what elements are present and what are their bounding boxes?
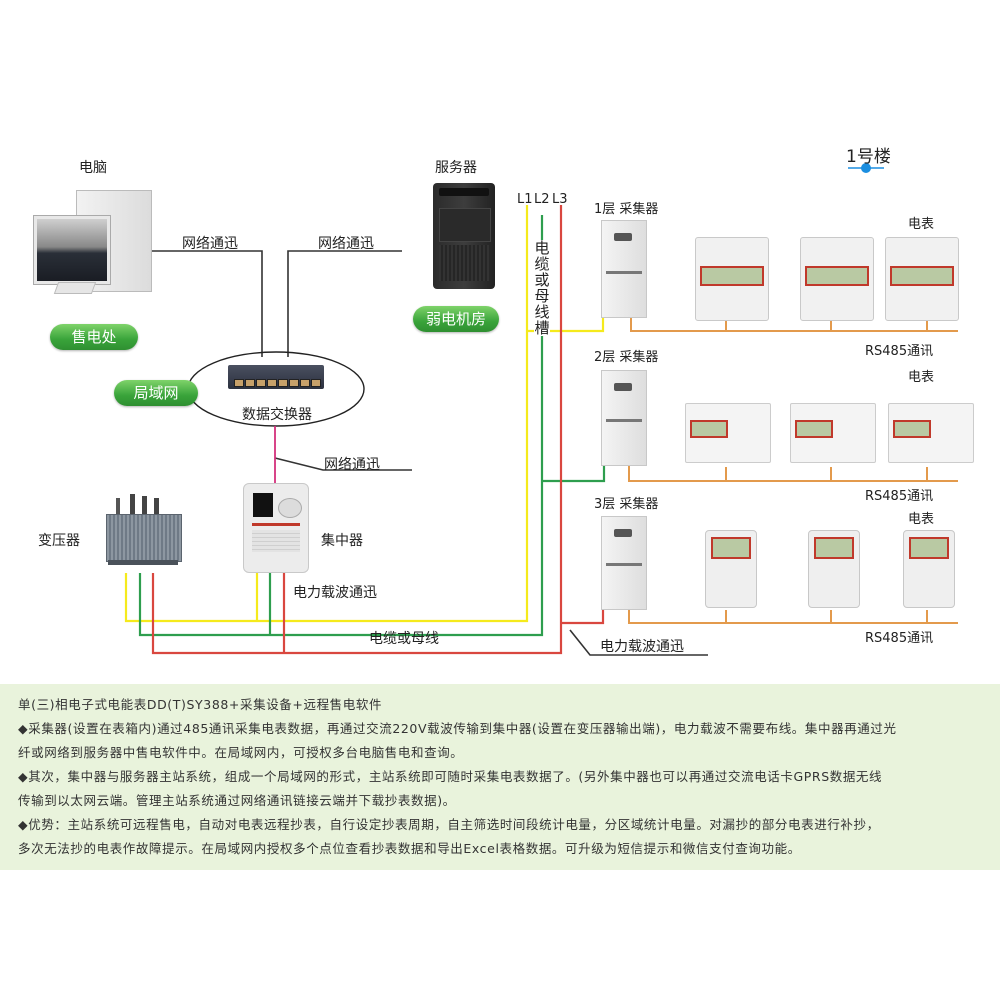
cable-horizontal-label: 电缆或母线 [369, 631, 439, 647]
server-network-line [287, 250, 402, 357]
floor-3-collector-icon [601, 516, 647, 610]
phase-l3-line [151, 205, 605, 655]
floor-3-collector-label: 3层 采集器 [594, 497, 659, 512]
pc-network-line [150, 250, 263, 357]
description-line-1: ◆采集器(设置在表箱内)通过485通讯采集电表数据，再通过交流220V载波传输到… [18, 721, 897, 736]
phase-label-l1: L1 [517, 192, 533, 207]
pc-icon [34, 186, 154, 310]
floor-3-meter-3 [903, 530, 955, 608]
description-title: 单(三)相电子式电能表DD(T)SY388+采集设备+远程售电软件 [18, 697, 383, 712]
building-marker-dot [861, 163, 871, 173]
phase-l1-line [124, 205, 605, 623]
pc-label: 电脑 [79, 160, 107, 176]
server-icon [433, 183, 495, 289]
plc-callout-line [569, 629, 708, 656]
floor-1-collector-icon [601, 220, 647, 318]
floor-1-meter-1 [695, 237, 769, 321]
rs485-bus-floor-1 [630, 318, 958, 332]
concentrator-label: 集中器 [321, 533, 363, 549]
floor-3-meter-1 [705, 530, 757, 608]
network-label-concentrator: 网络通迅 [324, 457, 380, 473]
rs485-buses [628, 318, 958, 624]
cable-trunk-vertical-label: 电缆或母线槽 [534, 239, 550, 337]
concentrator-plc-label: 电力载波通迅 [293, 585, 377, 601]
floor-1-collector-label: 1层 采集器 [594, 202, 659, 217]
description-line-6: 多次无法抄的电表作故障提示。在局域网内授权多个点位查看抄表数据和导出Excel表… [18, 841, 801, 856]
phase-l2-line [138, 215, 606, 637]
floor-2-meter-1 [685, 403, 771, 463]
description-line-3: ◆其次，集中器与服务器主站系统，组成一个局域网的形式，主站系统即可随时采集电表数… [18, 769, 883, 784]
description-panel: 单(三)相电子式电能表DD(T)SY388+采集设备+远程售电软件 ◆采集器(设… [0, 684, 1000, 870]
floor-2-rs485-label: RS485通讯 [865, 489, 934, 504]
floor-2-meters-label: 电表 [908, 370, 935, 385]
network-switch-icon [228, 365, 324, 389]
sales-office-badge: 售电处 [50, 324, 138, 350]
plc-label: 电力载波通迅 [600, 639, 684, 655]
concentrator-icon [243, 483, 309, 573]
floor-1-meter-3 [885, 237, 959, 321]
concentrator-network-callout [274, 457, 412, 471]
building-title: 1号楼 [846, 147, 891, 167]
description-line-2: 纤或网络到服务器中售电软件中。在局域网内，可授权多台电脑售电和查询。 [18, 745, 464, 760]
floor-3-meters-label: 电表 [908, 512, 935, 527]
description-line-4: 传输到以太网云端。管理主站系统通过网络通讯链接云端并下载抄表数据)。 [18, 793, 456, 808]
floor-3-meter-2 [808, 530, 860, 608]
network-lines [150, 250, 708, 656]
description-line-5: ◆优势：主站系统可远程售电，自动对电表远程抄表，自行设定抄表周期，自主筛选时间段… [18, 817, 880, 832]
transformer-label: 变压器 [38, 533, 80, 549]
floor-2-meter-3 [888, 403, 974, 463]
network-label-pc: 网络通迅 [182, 236, 238, 252]
network-label-server: 网络通迅 [318, 236, 374, 252]
phase-label-l3: L3 [552, 192, 568, 207]
floor-2-collector-icon [601, 370, 647, 466]
server-label: 服务器 [435, 160, 477, 176]
switch-label: 数据交换器 [242, 407, 312, 423]
equipment-room-badge: 弱电机房 [413, 306, 499, 332]
rs485-bus-floor-3 [628, 608, 958, 624]
rs485-bus-floor-2 [628, 465, 958, 482]
transformer-icon [96, 492, 190, 572]
floor-1-meters-label: 电表 [908, 217, 935, 232]
floor-1-rs485-label: RS485通讯 [865, 344, 934, 359]
wiring-diagram [124, 163, 958, 656]
lan-badge: 局域网 [114, 380, 198, 406]
floor-2-collector-label: 2层 采集器 [594, 350, 659, 365]
floor-3-rs485-label: RS485通讯 [865, 631, 934, 646]
floor-2-meter-2 [790, 403, 876, 463]
phase-label-l2: L2 [534, 192, 550, 207]
floor-1-meter-2 [800, 237, 874, 321]
